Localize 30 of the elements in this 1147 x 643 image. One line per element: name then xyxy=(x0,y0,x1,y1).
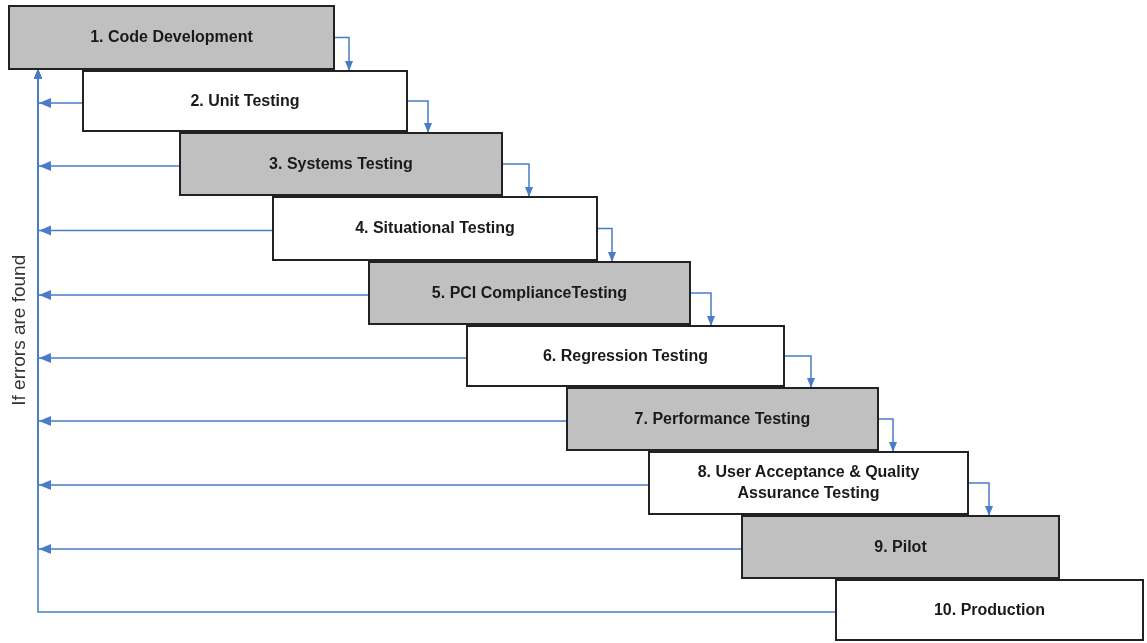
stage-box xyxy=(466,325,785,387)
stage-box xyxy=(82,70,408,132)
stage-box xyxy=(835,579,1144,641)
stage-label: 5. PCI ComplianceTesting xyxy=(431,282,628,303)
stage-label: 4. Situational Testing xyxy=(355,218,515,239)
arrow xyxy=(502,163,533,197)
arrow xyxy=(690,292,715,326)
stage-box xyxy=(368,261,691,325)
stage-label: 10. Production xyxy=(933,599,1046,620)
stage-box xyxy=(272,196,598,261)
stage-label: 9. Pilot xyxy=(874,536,927,557)
arrow xyxy=(34,69,836,613)
stage-box xyxy=(8,5,335,70)
stage-label: 7. Performance Testing xyxy=(634,408,811,429)
arrow xyxy=(407,100,432,133)
side-label: If errors are found xyxy=(7,254,31,406)
stage-label: 8. User Acceptance & Quality Assurance Testing xyxy=(696,462,921,503)
stage-box xyxy=(566,387,879,451)
arrow xyxy=(878,418,897,452)
arrow xyxy=(784,355,815,388)
stage-box xyxy=(179,132,503,196)
arrow xyxy=(597,227,616,262)
stage-label: 6. Regression Testing xyxy=(542,345,709,366)
stage-box xyxy=(741,515,1060,579)
stage-box xyxy=(648,451,969,515)
stage-label: 1. Code Development xyxy=(90,27,253,48)
arrow xyxy=(968,482,993,516)
stage-label: 2. Unit Testing xyxy=(190,90,300,111)
arrow xyxy=(334,36,353,71)
stage-label: 3. Systems Testing xyxy=(269,153,413,174)
